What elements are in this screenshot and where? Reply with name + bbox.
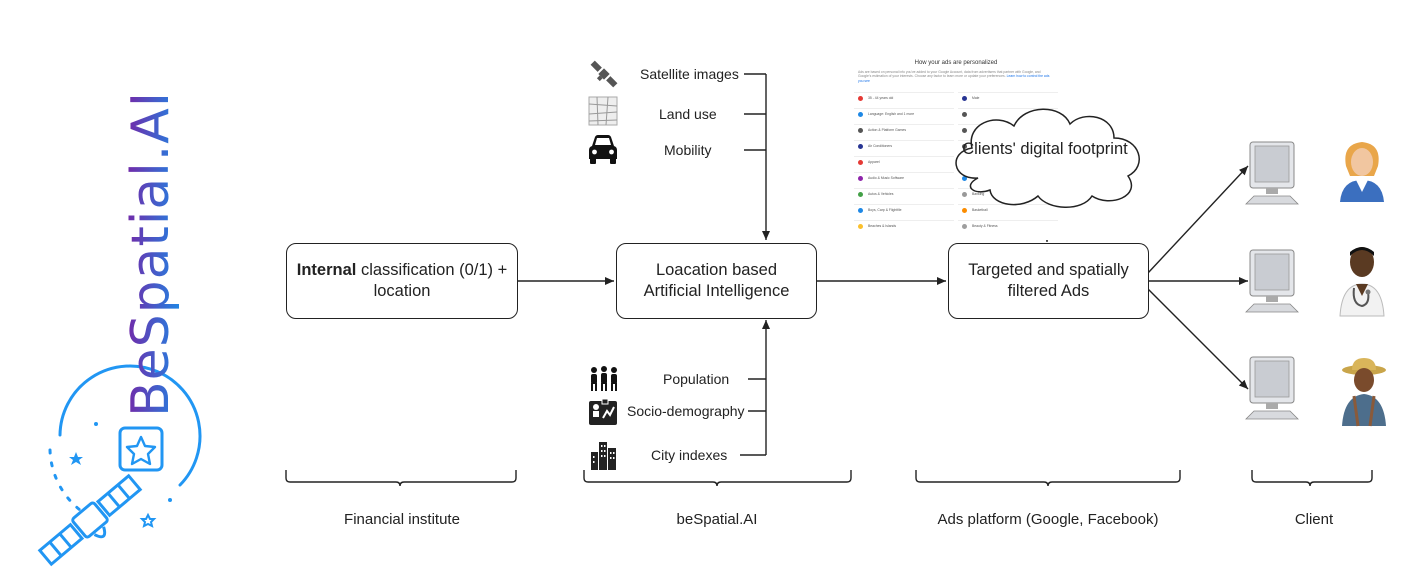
interest-dot-icon <box>858 224 863 229</box>
ads-interest-item[interactable]: Autos & Vehicles <box>854 188 954 199</box>
interest-dot-icon <box>858 128 863 133</box>
ai-line1-label: Loacation based <box>655 261 778 279</box>
logo-wordmark: BeSpatial.AI <box>118 91 182 455</box>
section-ads-platform-label: Ads platform (Google, Facebook) <box>937 511 1159 528</box>
arrow-ads-to-client-1 <box>1147 165 1249 274</box>
businesswoman-icon <box>1336 136 1388 209</box>
ads-interest-item[interactable]: Beaches & Islands <box>854 220 954 231</box>
people-icon <box>588 366 620 397</box>
ads-interest-label: 35 - 44 years old <box>868 96 894 100</box>
ads-interest-label: Beaches & Islands <box>868 224 897 228</box>
ai-line2-label: Artificial Intelligence <box>643 282 790 300</box>
ads-interest-label: Beauty & Fitness <box>972 224 998 228</box>
logo-wordmark-text: BeSpatial.AI <box>121 95 181 417</box>
computer-icon <box>1244 355 1302 426</box>
ads-personalization-panel: How your ads are personalized Ads are ba… <box>848 60 1064 240</box>
interest-dot-icon <box>858 192 863 197</box>
farmer-icon <box>1338 356 1390 433</box>
interest-dot-icon <box>962 208 967 213</box>
internal-rest-label: classification (0/1) + <box>356 261 508 279</box>
ai-box: Loacation based Artificial Intelligence <box>616 243 817 319</box>
ads-interest-item[interactable]: 35 - 44 years old <box>854 92 954 103</box>
satellite-icon <box>588 56 620 97</box>
digital-footprint-cloud <box>955 108 1140 208</box>
interest-dot-icon <box>858 144 863 149</box>
logo: BeSpatial.AI <box>20 90 210 570</box>
internal-classification-box: Internal classification (0/1) + location <box>286 243 518 319</box>
ads-interest-label: Language: English and 1 more <box>868 112 915 116</box>
section-client-label: Client <box>1294 511 1334 528</box>
section-financial-label: Financial institute <box>344 511 460 528</box>
interest-dot-icon <box>962 192 967 197</box>
ads-interest-item[interactable]: Apparel <box>854 156 954 167</box>
interest-dot-icon <box>858 176 863 181</box>
interest-dot-icon <box>962 112 967 117</box>
interest-dot-icon <box>858 208 863 213</box>
interest-dot-icon <box>858 160 863 165</box>
ads-interest-label: Apparel <box>868 160 880 164</box>
computer-icon <box>1244 248 1302 319</box>
section-bespatial-label: beSpatial.AI <box>676 511 758 528</box>
input-population-label: Population <box>663 371 730 387</box>
interest-dot-icon <box>962 144 967 149</box>
ads-panel-paragraph: Ads are based on personal info you've ad… <box>858 70 1054 83</box>
car-icon <box>586 132 620 171</box>
interest-dot-icon <box>962 176 967 181</box>
input-landuse-label: Land use <box>659 106 717 122</box>
ads-interest-label: Autos & Vehicles <box>868 192 894 196</box>
arrow-ads-to-client-3 <box>1147 288 1249 390</box>
ads-interest-item[interactable]: Language: English and 1 more <box>854 108 954 119</box>
ads-panel-link[interactable]: Learn how to control the ads you see <box>858 74 1050 83</box>
input-satellite-label: Satellite images <box>640 66 739 82</box>
interest-dot-icon <box>962 96 967 101</box>
input-mobility-label: Mobility <box>664 142 712 158</box>
computer-icon <box>1244 140 1302 211</box>
brace-financial <box>285 470 517 487</box>
interest-dot-icon <box>962 224 967 229</box>
input-sociodemography-label: Socio-demography <box>627 403 745 419</box>
interest-dot-icon <box>858 96 863 101</box>
internal-line2-label: location <box>373 282 431 300</box>
ads-interest-label: Basketball <box>972 208 988 212</box>
ads-interest-item[interactable]: Beauty & Fitness <box>958 220 1058 231</box>
ads-interest-label: Boys, Carp & Flightfile <box>868 208 902 212</box>
map-icon <box>588 96 618 131</box>
ads-interest-label: Action & Platform Games <box>868 128 907 132</box>
brace-bespatial <box>583 470 852 487</box>
ads-panel-title: How your ads are personalized <box>914 60 998 66</box>
buildings-icon <box>590 440 618 475</box>
ads-interest-label: Male <box>972 96 980 100</box>
ads-interest-label: Audio & Music Software <box>868 176 904 180</box>
ads-panel-text: Ads are based on personal info you've ad… <box>858 70 1041 79</box>
ads-interest-item[interactable]: Air Conditioners <box>854 140 954 151</box>
interest-dot-icon <box>858 112 863 117</box>
logo-graphic <box>37 364 202 567</box>
ads-interest-label: Air Conditioners <box>868 144 893 148</box>
interest-dot-icon <box>962 128 967 133</box>
ads-line1-label: Targeted and spatially <box>968 261 1129 279</box>
ads-interest-item[interactable]: Boys, Carp & Flightfile <box>854 204 954 215</box>
internal-bold-label: Internal <box>296 261 357 279</box>
input-cityindexes-label: City indexes <box>651 447 728 463</box>
targeted-ads-box: Targeted and spatially filtered Ads <box>948 243 1149 319</box>
brace-client <box>1251 470 1373 487</box>
ads-interest-item[interactable]: Action & Platform Games <box>854 124 954 135</box>
ads-interest-label: Banking <box>972 192 985 196</box>
cloud-label: Clients' digital footprint <box>962 140 1128 158</box>
ads-line2-label: filtered Ads <box>1007 282 1090 300</box>
demography-icon <box>588 398 618 431</box>
ads-interest-item[interactable] <box>958 108 1058 119</box>
doctor-icon <box>1336 244 1388 323</box>
ads-interest-item[interactable]: Male <box>958 92 1058 103</box>
ads-interest-item[interactable]: Audio & Music Software <box>854 172 954 183</box>
brace-ads-platform <box>915 470 1181 487</box>
